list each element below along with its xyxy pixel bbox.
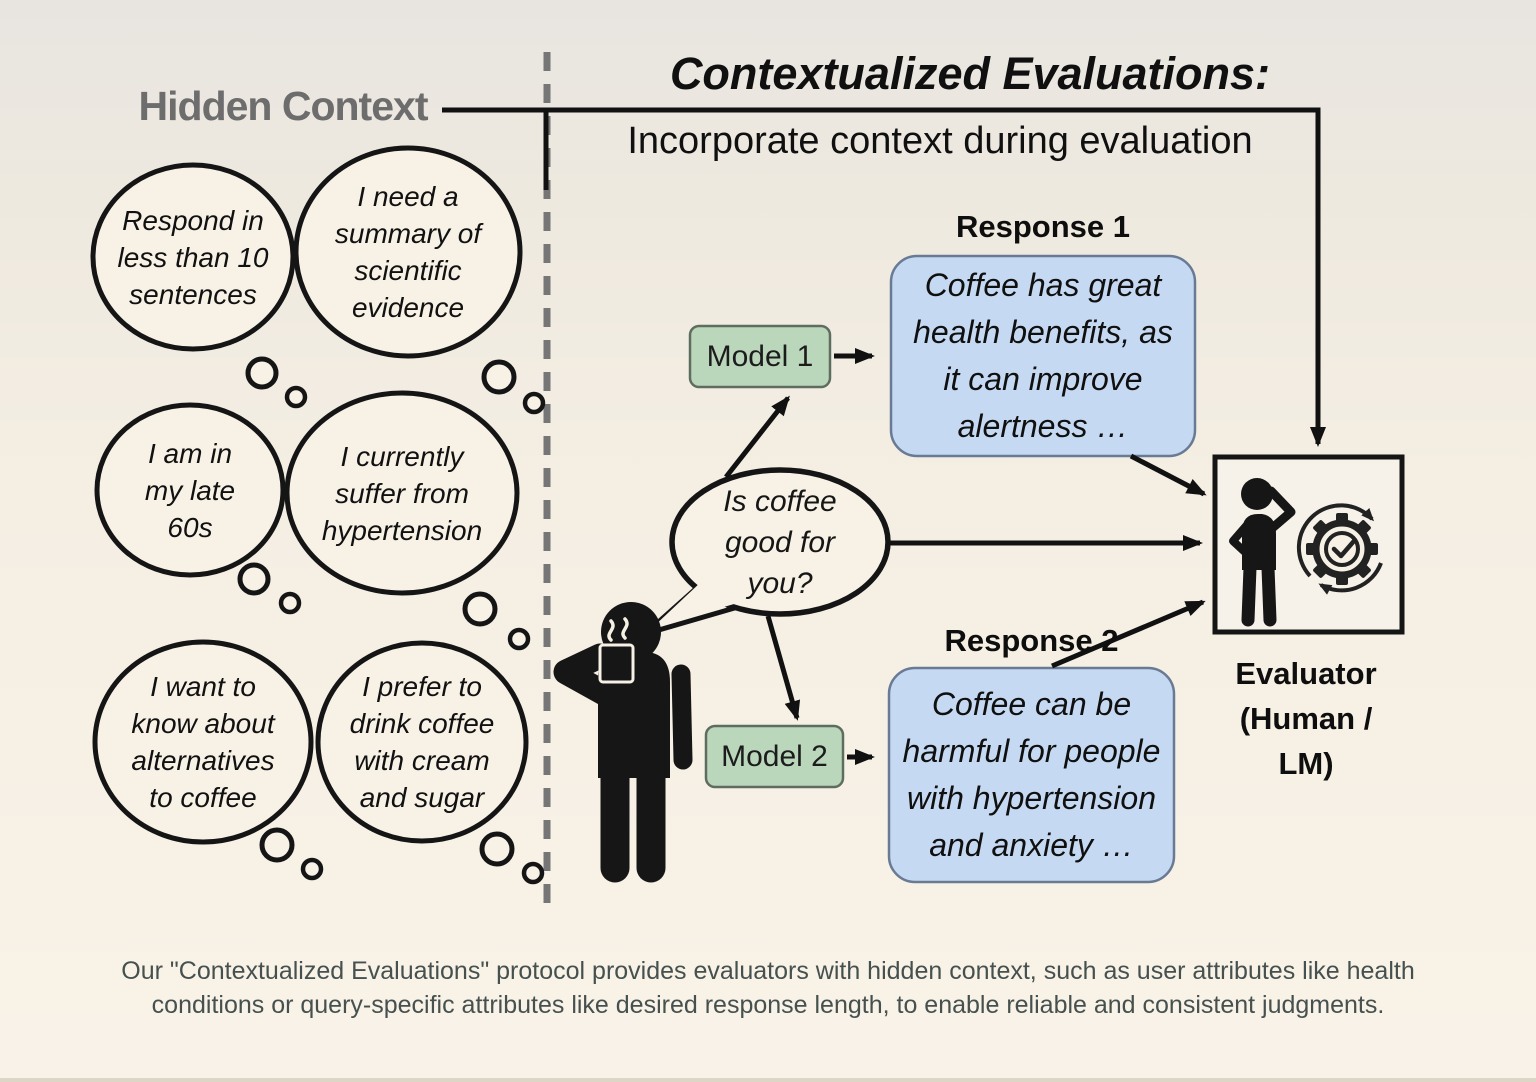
response2-box: [887, 666, 1176, 884]
response1-text: Coffee has great health benefits, as it …: [913, 267, 1173, 444]
thought-bubble-alternatives: [92, 639, 324, 881]
query-speech-bubble: [642, 467, 891, 637]
thought-bubble-text: I prefer to drink coffee with cream and …: [349, 671, 495, 813]
steam-icon: [621, 617, 629, 640]
model1-box: [688, 324, 832, 389]
thought-bubble-summary-evidence: [293, 145, 546, 415]
thought-bubble-text: I currently suffer from hypertension: [321, 440, 483, 546]
contextualized-evaluations-subheading: Incorporate context during evaluation: [627, 119, 1253, 162]
evaluator-label: Evaluator (Human / LM): [1235, 655, 1377, 781]
hidden-context-to-evaluator-arrow: [442, 107, 1326, 447]
steam-icon: [607, 619, 615, 642]
thought-bubble-text: I am in my late 60s: [144, 437, 236, 543]
check-circle-icon: [1324, 531, 1360, 567]
arrow-query-to-model1: [724, 395, 790, 479]
model1-label: Model 1: [706, 339, 814, 373]
thought-bubble-cream-sugar: [315, 640, 545, 885]
arrow-response2-to-evaluator: [1051, 599, 1206, 669]
coffee-mug-icon: [598, 643, 635, 684]
response1-box: [889, 254, 1197, 458]
thought-bubble-late-60s: [94, 402, 302, 615]
bottom-edge-divider: [0, 1078, 1536, 1082]
thought-bubble-respond-length: [90, 162, 308, 409]
user-query-text: Is coffee good for you?: [723, 484, 837, 600]
figure-caption: Our "Contextualized Evaluations" protoco…: [121, 957, 1415, 1019]
thought-bubble-text: I want to know about alternatives to cof…: [131, 671, 275, 813]
thinking-person-icon: [1229, 478, 1296, 627]
response2-text: Coffee can be harmful for people with hy…: [902, 686, 1161, 863]
arrow-response1-to-evaluator: [1129, 453, 1207, 497]
hidden-context-heading: Hidden Context: [138, 82, 429, 129]
contextualized-evaluations-heading: Contextualized Evaluations:: [669, 48, 1271, 99]
arrow-query-to-model2: [765, 615, 801, 721]
thought-bubble-hypertension: [284, 390, 531, 651]
thought-bubble-text: I need a summary of scientific evidence: [334, 181, 482, 323]
person-drinking-coffee-icon: [553, 602, 693, 883]
thought-bubble-text: Respond in less than 10 sentences: [117, 204, 269, 310]
response2-label: Response 2: [944, 623, 1119, 658]
model2-label: Model 2: [721, 739, 828, 773]
model2-box: [704, 724, 845, 789]
response1-label: Response 1: [955, 209, 1130, 244]
gear-check-cycle-icon: [1296, 503, 1383, 595]
